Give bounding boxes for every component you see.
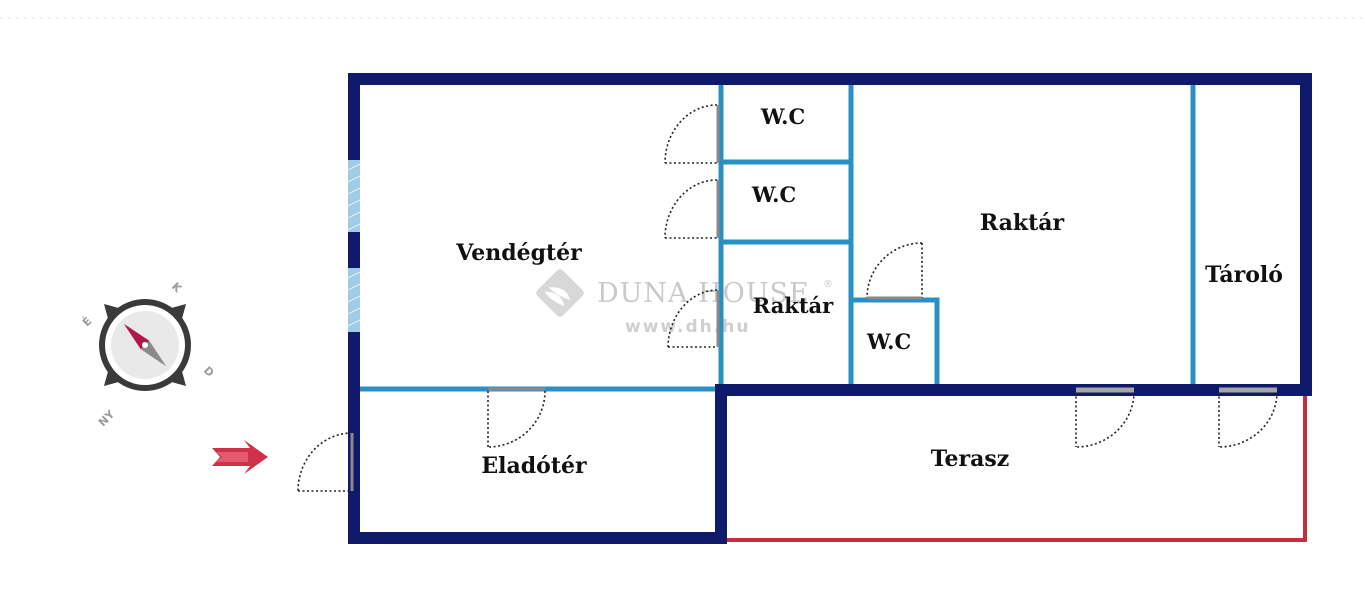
compass-needle-icon <box>123 323 167 367</box>
windows <box>347 160 361 332</box>
room-label-terasz: Terasz <box>931 446 1010 472</box>
door-eladoter <box>487 387 546 448</box>
door-entrance <box>297 432 354 492</box>
entrance-arrow-icon <box>212 440 268 474</box>
door-wc1 <box>664 104 720 164</box>
compass-label-south: D <box>201 364 217 380</box>
room-label-wc2: W.C <box>751 182 796 207</box>
door-wc2 <box>664 179 720 239</box>
terrace-edge <box>725 392 1307 542</box>
duna-house-logo-icon <box>536 269 584 317</box>
watermark-url: www.dh.hu <box>625 317 750 337</box>
outer-walls <box>348 73 1312 544</box>
room-label-raktar-small: Raktár <box>753 293 834 318</box>
room-label-tarolo: Tároló <box>1205 262 1283 288</box>
door-raktar-small <box>667 289 720 348</box>
window-upper <box>348 160 360 232</box>
door-terasz-raktar <box>1075 387 1135 448</box>
compass-label-east: K <box>169 280 185 296</box>
compass-label-west: NY <box>96 407 118 429</box>
room-label-wc3: W.C <box>866 329 911 354</box>
watermark-registered: ® <box>823 279 833 290</box>
room-label-eladoter: Eladótér <box>481 453 587 479</box>
window-lower <box>348 268 360 332</box>
room-label-vendegter: Vendégtér <box>455 240 582 266</box>
room-labels: Vendégtér W.C W.C Raktár Raktár W.C Táro… <box>455 104 1283 479</box>
doors <box>297 104 1278 492</box>
inner-walls <box>353 81 1196 392</box>
compass-label-north: É <box>80 315 95 330</box>
door-wc3 <box>866 242 923 300</box>
door-terasz-tarolo <box>1218 387 1278 448</box>
compass: É K D NY <box>80 280 217 429</box>
room-label-raktar-big: Raktár <box>980 210 1065 236</box>
room-label-wc1: W.C <box>760 104 805 129</box>
